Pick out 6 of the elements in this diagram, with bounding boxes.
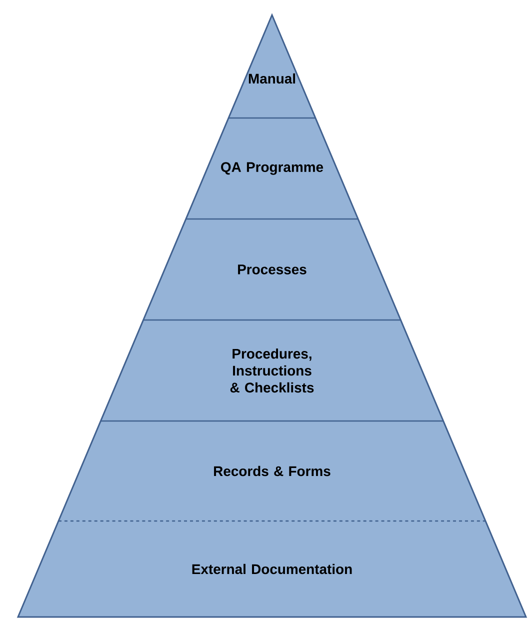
pyramid-level: QA Programme [186,118,358,219]
pyramid-level: Procedures, Instructions & Checklists [100,320,444,421]
pyramid-level: Manual [228,15,316,118]
pyramid-level: Records & Forms [58,421,486,521]
pyramid-level: Processes [143,219,401,320]
pyramid-level: External Documentation [18,521,526,617]
